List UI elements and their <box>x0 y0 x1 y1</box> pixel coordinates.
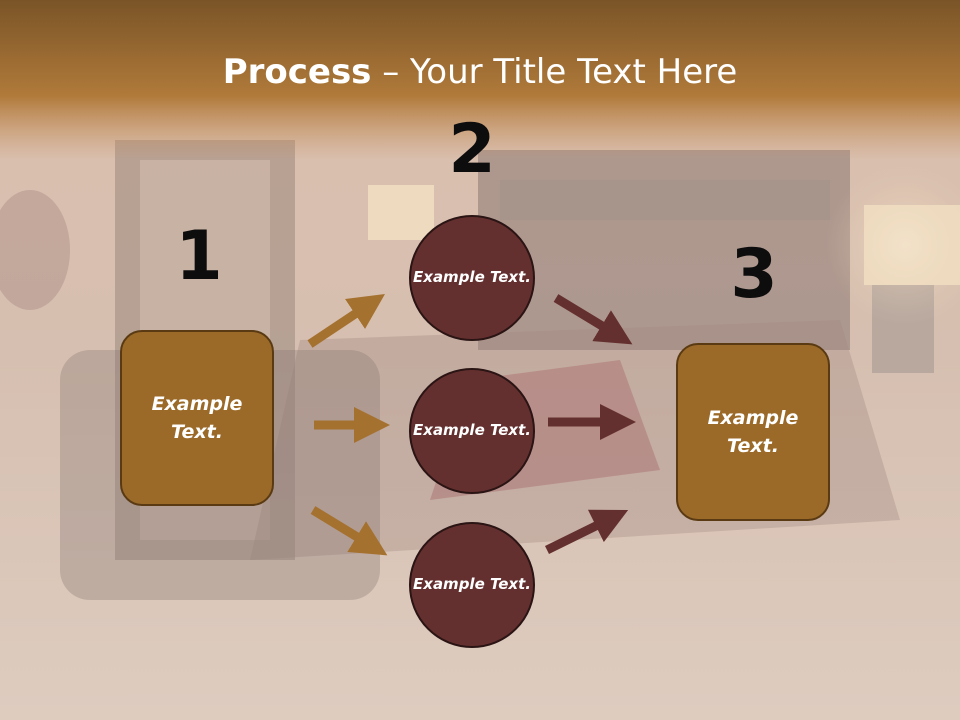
step-number-1: 1 <box>175 217 223 296</box>
slide-title: Process – Your Title Text Here <box>0 52 960 92</box>
step-number-3: 3 <box>730 235 778 314</box>
title-bold: Process <box>222 52 372 92</box>
process-box-right: Example Text. <box>676 343 830 521</box>
process-circle-top: Example Text. <box>409 215 535 341</box>
process-box-right-label: Example Text. <box>707 406 799 458</box>
arrow-to-bottom-circle <box>310 506 388 556</box>
process-circle-middle: Example Text. <box>409 368 535 494</box>
arrow-to-top-circle <box>307 294 385 348</box>
process-circle-top-label: Example Text. <box>413 268 531 287</box>
step-number-2: 2 <box>448 110 496 189</box>
process-box-left-label: Example Text. <box>151 392 243 444</box>
title-rest: – Your Title Text Here <box>371 52 738 92</box>
process-box-left: Example Text. <box>120 330 274 506</box>
arrow-from-bottom-circle <box>545 509 629 555</box>
process-circle-bottom-label: Example Text. <box>413 575 531 594</box>
process-circle-bottom: Example Text. <box>409 522 535 648</box>
process-circle-middle-label: Example Text. <box>413 421 531 440</box>
arrow-from-top-circle <box>553 294 633 345</box>
